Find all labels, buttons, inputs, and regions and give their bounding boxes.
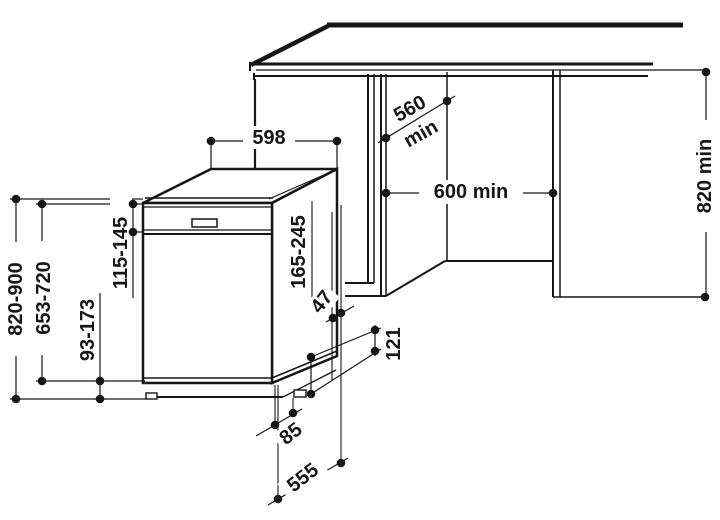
dim-label-820-900: 820-900 [5,262,27,335]
countertop [249,22,706,80]
rear-foot [293,389,307,398]
dim-label-653-720: 653-720 [33,261,55,334]
dim-label-820-min: 820 min [694,139,716,213]
dim-label-115-145: 115-145 [110,217,132,289]
control-panel-handle [191,218,218,228]
plinth-and-floor [145,369,337,400]
front-foot [145,392,158,400]
dim-label-93-173: 93-173 [77,299,99,361]
dim-label-121: 121 [383,327,405,360]
dimension-dots [11,67,711,504]
left-cabinet-and-niche [253,72,553,297]
right-cabinet [552,70,705,298]
dim-label-165-245: 165-245 [288,215,310,288]
dim-label-598: 598 [252,127,285,149]
dim-label-600-min: 600 min [434,181,508,203]
